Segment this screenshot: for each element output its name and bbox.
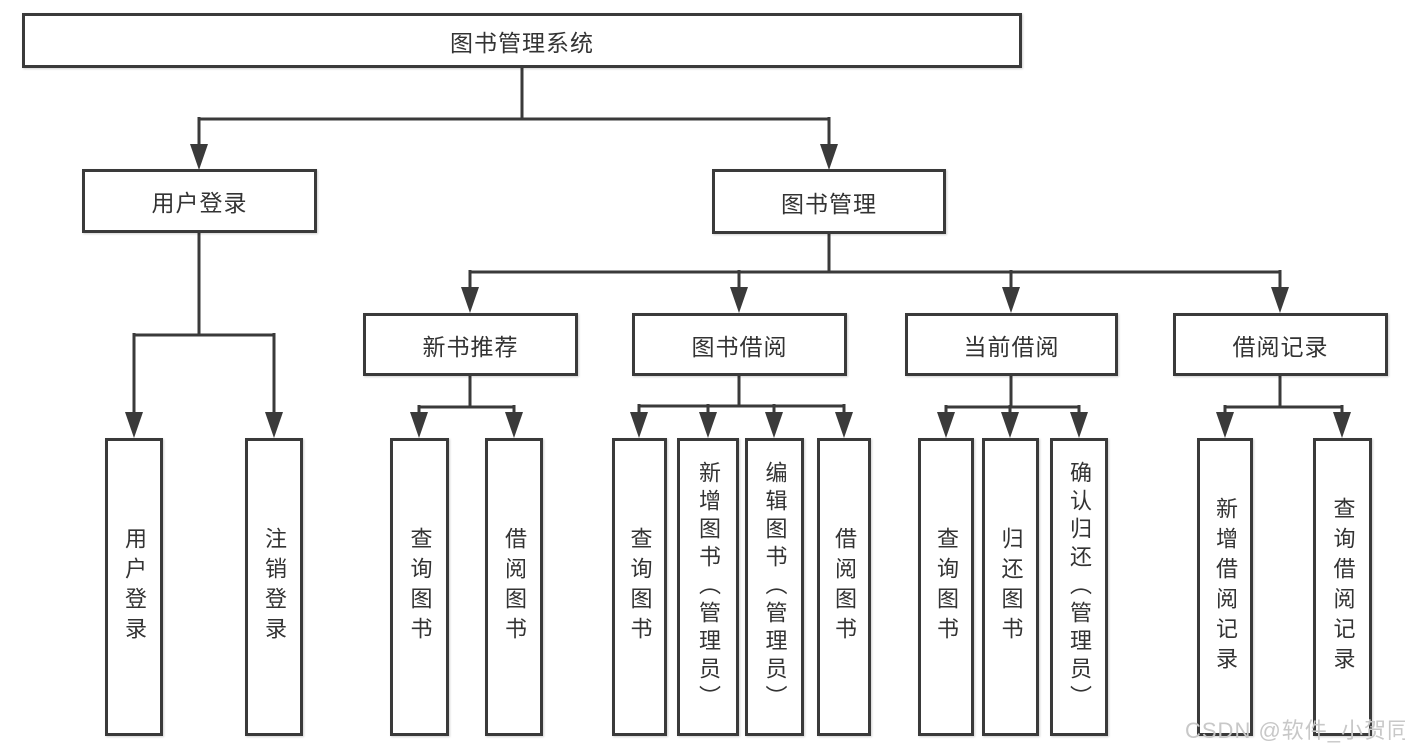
leaf-current-query-books-label: 查询图书 [934, 527, 959, 647]
leaf-borrow-edit-books-admin-label: 编辑图书（管理员） [762, 461, 788, 713]
leaf-newbooks-borrow-books-label: 借阅图书 [502, 527, 527, 647]
leaf-borrow-query-books: 查询图书 [612, 438, 667, 736]
arrow-head [835, 412, 853, 438]
arrow-head [265, 412, 283, 438]
leaf-logout: 注销登录 [245, 438, 303, 736]
leaf-current-return-books: 归还图书 [982, 438, 1039, 736]
connector-newbooks-to-leaves [417, 376, 516, 414]
arrow-head [1216, 412, 1234, 438]
leaf-newbooks-query-books: 查询图书 [390, 438, 449, 736]
node-root-label: 图书管理系统 [450, 29, 594, 56]
connector-borrow-to-leaves [637, 376, 846, 414]
leaf-current-confirm-return-admin: 确认归还（管理员） [1050, 438, 1108, 736]
leaf-newbooks-borrow-books: 借阅图书 [485, 438, 543, 736]
leaf-borrow-borrow-books-label: 借阅图书 [832, 527, 857, 647]
leaf-borrow-edit-books-admin: 编辑图书（管理员） [745, 438, 804, 736]
arrow-head [1070, 412, 1088, 438]
node-user-login-label: 用户登录 [151, 190, 248, 216]
arrow-head [937, 412, 955, 438]
leaf-borrow-query-books-label: 查询图书 [627, 527, 653, 647]
node-book-management: 图书管理 [712, 169, 946, 234]
node-root: 图书管理系统 [22, 13, 1022, 68]
leaf-borrow-add-books-admin: 新增图书（管理员） [677, 438, 739, 736]
connector-root-to-level2 [197, 68, 831, 146]
leaf-records-query-record-label: 查询借阅记录 [1330, 497, 1356, 677]
arrow-head [1001, 412, 1019, 438]
arrow-head [765, 412, 783, 438]
leaf-borrow-add-books-admin-label: 新增图书（管理员） [696, 461, 721, 713]
leaf-borrow-borrow-books: 借阅图书 [817, 438, 871, 736]
leaf-user-login-label: 用户登录 [122, 527, 147, 647]
leaf-logout-label: 注销登录 [262, 527, 287, 647]
arrow-head [730, 287, 748, 313]
node-book-borrow-label: 图书借阅 [691, 333, 788, 360]
connector-bookmgmt-to-level3 [468, 234, 1282, 289]
node-new-book-recommend-label: 新书推荐 [422, 333, 519, 360]
node-borrow-records-label: 借阅记录 [1232, 333, 1329, 360]
arrow-head [190, 144, 208, 170]
node-borrow-records: 借阅记录 [1173, 313, 1388, 376]
arrow-head [125, 412, 143, 438]
leaf-user-login: 用户登录 [105, 438, 163, 736]
node-book-management-label: 图书管理 [781, 190, 877, 217]
node-current-borrow: 当前借阅 [905, 313, 1118, 376]
leaf-current-query-books: 查询图书 [918, 438, 974, 736]
leaf-records-add-record-label: 新增借阅记录 [1213, 497, 1238, 677]
arrow-head [1271, 287, 1289, 313]
watermark: CSDN @软件_小贺同学 [1185, 718, 1405, 743]
node-new-book-recommend: 新书推荐 [363, 313, 578, 376]
connector-current-to-leaves [944, 376, 1081, 414]
leaf-records-query-record: 查询借阅记录 [1313, 438, 1372, 736]
leaf-records-add-record: 新增借阅记录 [1197, 438, 1253, 736]
leaf-current-return-books-label: 归还图书 [998, 527, 1024, 647]
node-current-borrow-label: 当前借阅 [963, 333, 1060, 360]
arrow-head [505, 412, 523, 438]
arrow-head [1333, 412, 1351, 438]
arrow-heads [125, 144, 1351, 438]
leaf-newbooks-query-books-label: 查询图书 [407, 527, 433, 647]
arrow-head [630, 412, 648, 438]
leaf-current-confirm-return-admin-label: 确认归还（管理员） [1067, 461, 1092, 713]
arrow-head [820, 144, 838, 170]
arrow-head [410, 412, 428, 438]
connector-records-to-leaves [1223, 376, 1344, 414]
arrow-head [1002, 287, 1020, 313]
node-book-borrow: 图书借阅 [632, 313, 847, 376]
node-user-login: 用户登录 [82, 169, 317, 233]
arrow-head [699, 412, 717, 438]
arrow-head [461, 287, 479, 313]
connector-userlogin-to-leaves [132, 233, 276, 414]
